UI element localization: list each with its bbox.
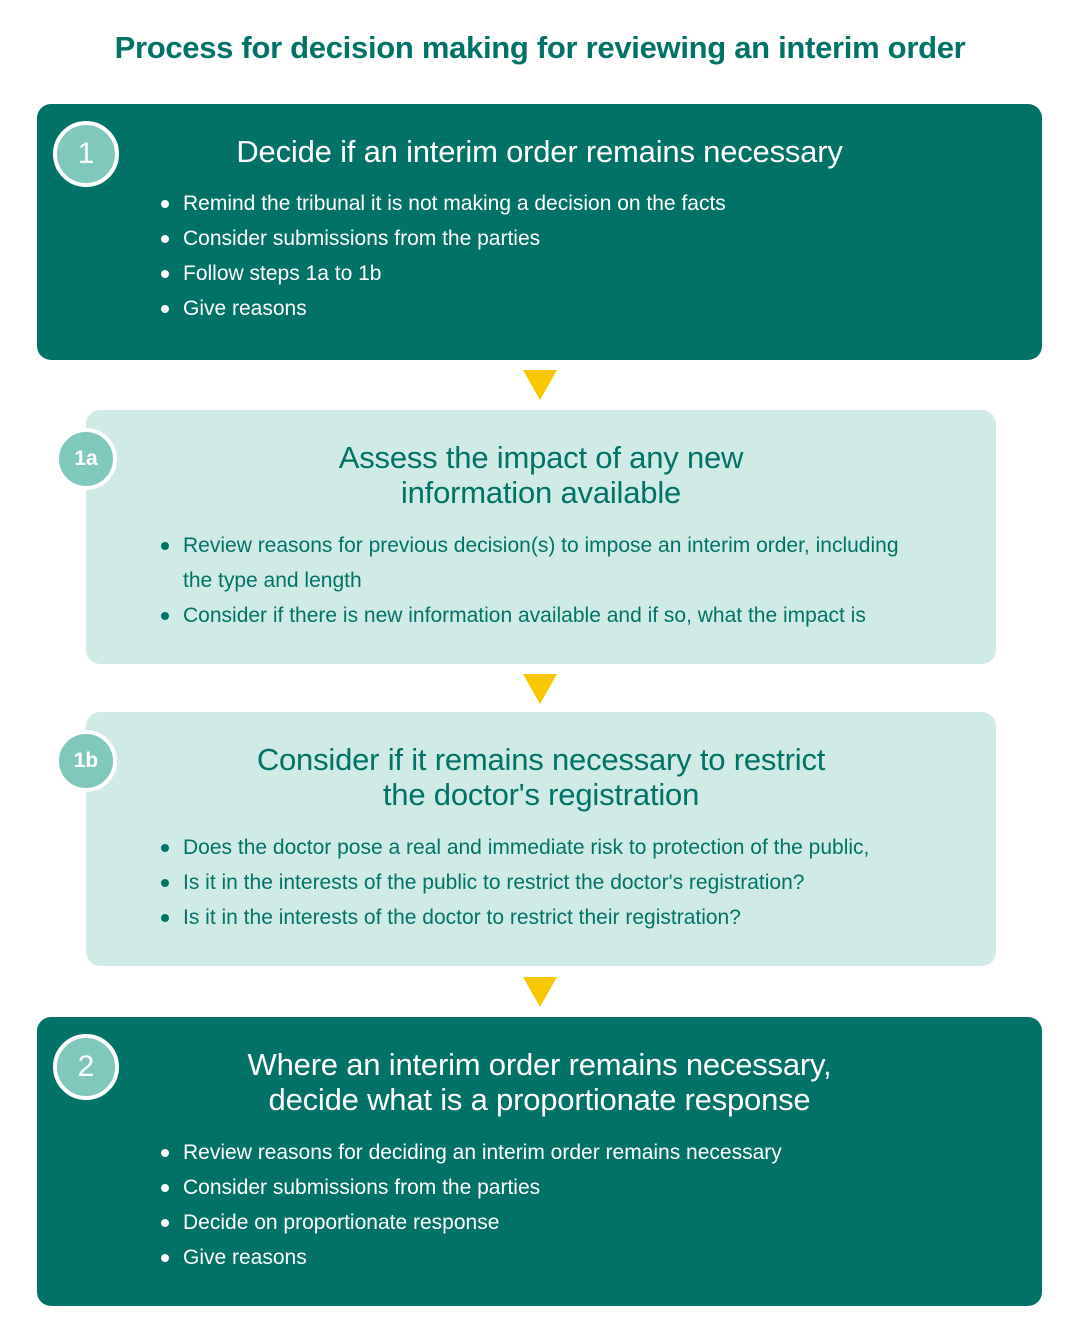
step-2-heading-line: Where an interim order remains necessary… xyxy=(247,1047,832,1082)
list-item: Consider submissions from the parties xyxy=(161,1170,782,1205)
step-1a-box: Assess the impact of any new information… xyxy=(86,410,996,664)
list-item: Does the doctor pose a real and immediat… xyxy=(161,830,869,865)
step-1b-heading-line: Consider if it remains necessary to rest… xyxy=(256,742,826,777)
step-1-bullet-list: Remind the tribunal it is not making a d… xyxy=(161,186,726,326)
step-1b-heading: Consider if it remains necessary to rest… xyxy=(86,742,996,812)
list-item: Follow steps 1a to 1b xyxy=(161,256,726,291)
step-1-heading: Decide if an interim order remains neces… xyxy=(37,134,1042,169)
down-arrow-icon xyxy=(523,674,557,704)
list-item: Review reasons for deciding an interim o… xyxy=(161,1135,782,1170)
list-item: Is it in the interests of the public to … xyxy=(161,865,869,900)
list-item: Decide on proportionate response xyxy=(161,1205,782,1240)
step-1-badge: 1 xyxy=(53,121,119,187)
list-item: Consider if there is new information ava… xyxy=(161,598,921,633)
step-2-heading-line: decide what is a proportionate response xyxy=(268,1082,811,1117)
step-2-heading: Where an interim order remains necessary… xyxy=(37,1047,1042,1117)
step-2-badge: 2 xyxy=(53,1034,119,1100)
step-1a-badge: 1a xyxy=(55,428,117,490)
step-1-heading-line: Decide if an interim order remains neces… xyxy=(236,134,843,169)
step-1a-heading-line: information available xyxy=(400,475,682,510)
step-1b-box: Consider if it remains necessary to rest… xyxy=(86,712,996,966)
list-item: Is it in the interests of the doctor to … xyxy=(161,900,869,935)
down-arrow-icon xyxy=(523,977,557,1007)
step-1-box: Decide if an interim order remains neces… xyxy=(37,104,1042,360)
list-item: Give reasons xyxy=(161,291,726,326)
list-item: Remind the tribunal it is not making a d… xyxy=(161,186,726,221)
list-item: Review reasons for previous decision(s) … xyxy=(161,528,921,598)
list-item: Give reasons xyxy=(161,1240,782,1275)
step-2-box: Where an interim order remains necessary… xyxy=(37,1017,1042,1306)
step-1a-heading-line: Assess the impact of any new xyxy=(338,440,744,475)
step-1b-heading-line: the doctor's registration xyxy=(382,777,700,812)
page-title: Process for decision making for reviewin… xyxy=(114,30,966,65)
step-1a-bullet-list: Review reasons for previous decision(s) … xyxy=(161,528,921,633)
step-1b-badge: 1b xyxy=(55,730,117,792)
step-1b-bullet-list: Does the doctor pose a real and immediat… xyxy=(161,830,869,935)
step-2-bullet-list: Review reasons for deciding an interim o… xyxy=(161,1135,782,1275)
list-item: Consider submissions from the parties xyxy=(161,221,726,256)
step-1a-heading: Assess the impact of any new information… xyxy=(86,440,996,510)
down-arrow-icon xyxy=(523,370,557,400)
